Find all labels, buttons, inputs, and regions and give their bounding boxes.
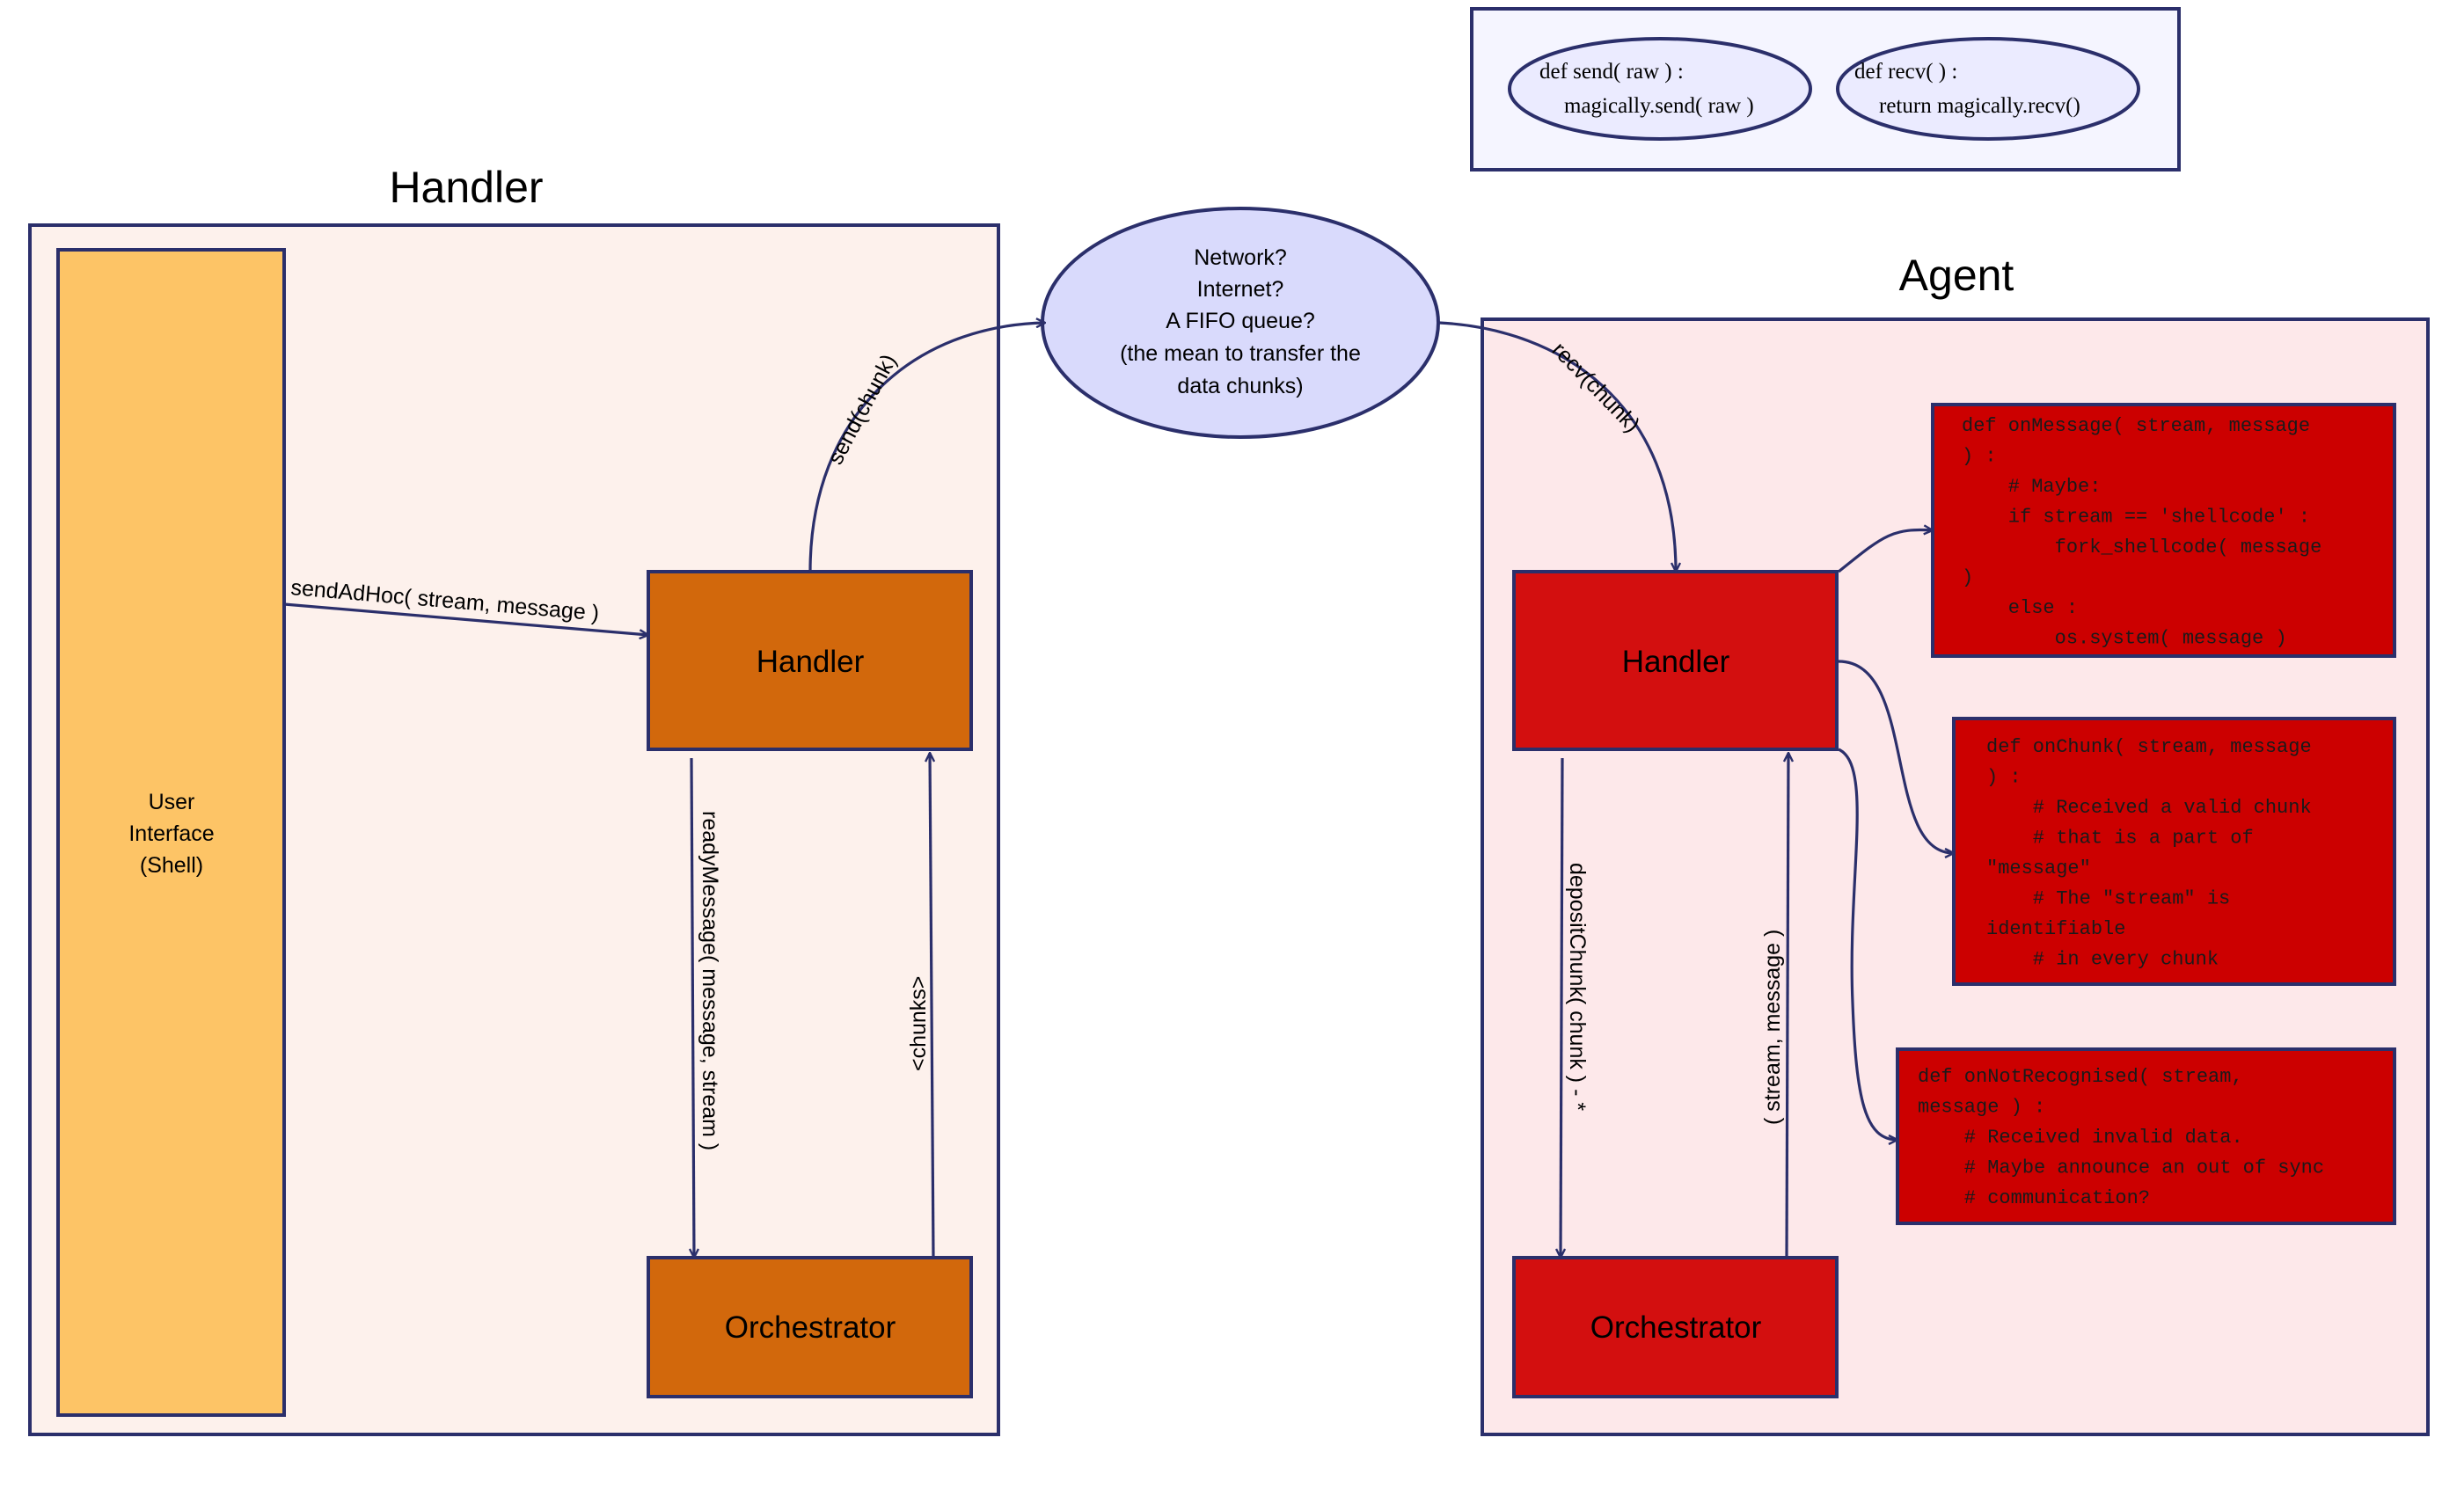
orchestrator-box-right-label: Orchestrator [1590,1310,1762,1345]
user-interface-label-3: (Shell) [140,853,203,878]
handler-box-left-label: Handler [757,645,865,679]
user-interface-label-1: User [149,790,195,814]
handler-panel-title: Handler [389,163,543,212]
on-not-recognised-code: def onNotRecognised( stream,message ) : … [1918,1066,2324,1209]
code-line: def onChunk( stream, message [1986,736,2312,758]
code-line: "message" [1986,857,2091,879]
legend-recv-line-1: def recv( ) : [1854,60,1957,84]
code-line: identifiable [1986,918,2125,940]
code-line: # that is a part of [1986,828,2254,850]
network-line-1: Network? [1194,245,1287,270]
code-line: # in every chunk [1986,949,2219,971]
code-line: # Received invalid data. [1918,1127,2243,1149]
edge-to-on-message [1838,530,1933,573]
network-line-3: A FIFO queue? [1166,309,1315,333]
edge-recv-chunk [1438,321,1676,572]
code-line: # communication? [1918,1187,2150,1209]
legend-recv-line-2: return magically.recv() [1879,94,2080,118]
network-line-5: data chunks) [1177,374,1303,398]
code-line: # The "stream" is [1986,888,2230,910]
edge-send-chunk [808,323,1045,573]
code-line: fork_shellcode( message [1962,536,2321,558]
user-interface-label-2: Interface [128,821,214,846]
user-interface-box[interactable] [56,248,286,1417]
code-line: def onNotRecognised( stream, [1918,1066,2243,1088]
code-line: ) [1962,567,1973,589]
code-line: ) : [1962,446,1997,468]
edge-chunks [930,753,933,1259]
agent-panel-title: Agent [1899,251,2014,300]
code-line: os.system( message ) [1962,628,2287,650]
code-line: if stream == 'shellcode' : [1962,507,2310,529]
code-line: message ) : [1918,1097,2045,1119]
code-line: # Maybe: [1962,476,2101,498]
edge-deposit-chunk-label: depositChunk( chunk ) - * [1565,863,1590,1111]
edge-ready-message [691,757,694,1258]
edge-ready-message-label: readyMessage( message, stream ) [698,811,722,1150]
edge-chunks-label: <chunks> [906,976,931,1071]
code-line: ) : [1986,767,2022,789]
orchestrator-box-left[interactable] [647,1256,973,1398]
edge-send-adhoc [283,602,648,635]
code-line: else : [1962,597,2078,619]
legend-send-line-2: magically.send( raw ) [1564,94,1754,118]
network-line-2: Internet? [1197,277,1284,302]
edge-to-on-not-recognised [1838,748,1897,1140]
orchestrator-box-left-label: Orchestrator [725,1310,896,1345]
handler-box-right-label: Handler [1622,645,1730,679]
handler-box-left[interactable] [647,570,973,751]
orchestrator-box-right[interactable] [1512,1256,1839,1398]
legend-send: def send( raw ) : magically.send( raw ) [1508,37,1812,141]
edge-deposit-chunk [1561,757,1562,1258]
on-message-code: def onMessage( stream, message ) : # Mayb… [1962,415,2321,650]
legend-send-ellipse [1508,37,1812,141]
on-chunk-box[interactable] [1952,717,2396,986]
handler-box-right[interactable] [1512,570,1839,751]
edge-stream-message-label: ( stream, message ) [1760,930,1785,1125]
legend-recv-ellipse [1836,37,2140,141]
code-line: # Maybe announce an out of sync [1918,1157,2324,1179]
code-line: # Received a valid chunk [1986,797,2312,819]
code-line: def onMessage( stream, message [1962,415,2310,437]
edge-stream-message [1787,753,1788,1259]
on-chunk-code: def onChunk( stream, message ) : # Receiv… [1986,736,2312,971]
network-line-4: (the mean to transfer the [1120,341,1361,366]
legend-recv: def recv( ) : return magically.recv() [1836,37,2140,141]
legend-send-line-1: def send( raw ) : [1539,60,1684,84]
edge-to-on-chunk [1838,660,1954,853]
